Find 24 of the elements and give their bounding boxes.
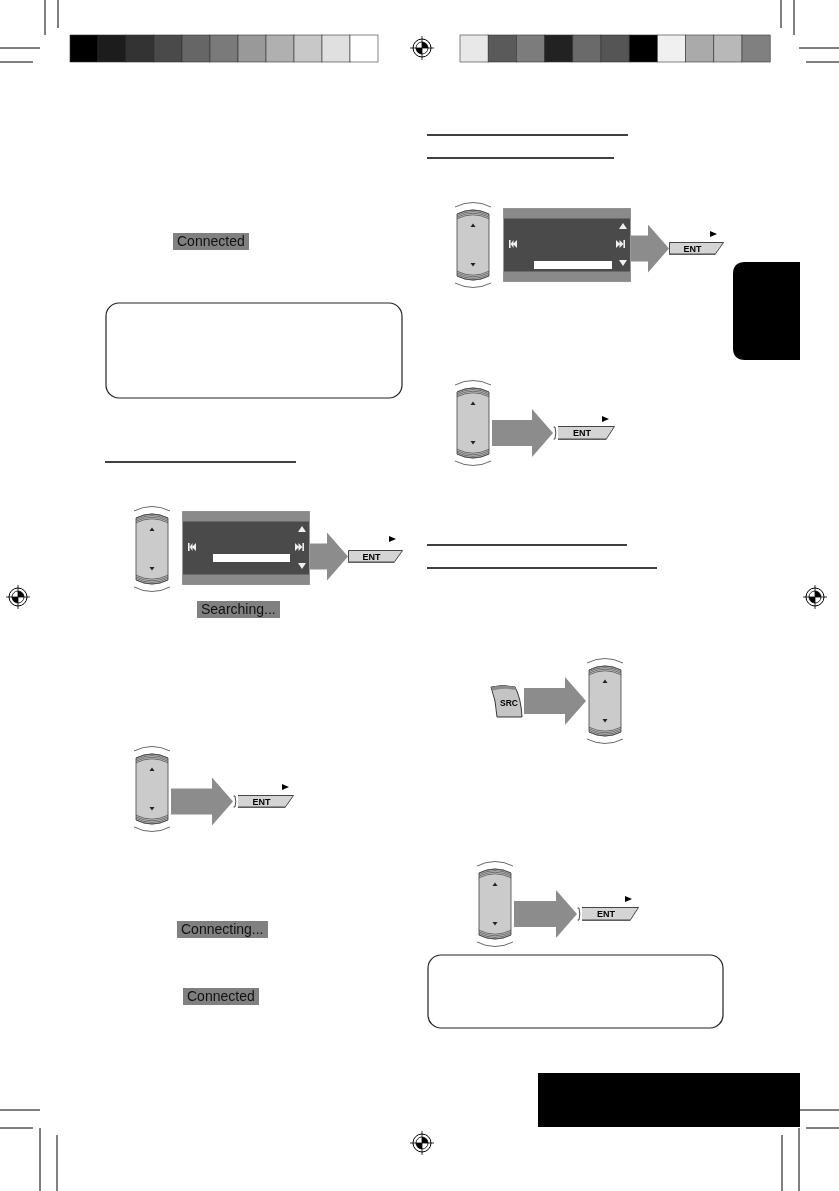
status-message: Connecting...	[177, 921, 268, 938]
enter-key: ENT	[348, 550, 403, 563]
status-message: Searching...	[197, 601, 280, 618]
enter-key: ENT	[233, 795, 294, 808]
enter-key: ENT	[669, 242, 724, 255]
control-dial	[476, 860, 514, 948]
block-arrow	[524, 677, 586, 725]
block-arrow	[514, 890, 577, 938]
enter-key: ENT	[553, 426, 615, 440]
block-arrow	[171, 777, 233, 826]
control-dial	[454, 379, 492, 467]
control-dial	[133, 745, 171, 833]
block-arrow	[492, 409, 553, 457]
control-dial	[586, 657, 624, 745]
block-arrow	[310, 532, 348, 581]
display-screen	[503, 208, 631, 282]
source-key: SRC	[488, 684, 524, 718]
enter-key: ENT	[577, 907, 639, 921]
control-dial	[133, 505, 171, 593]
control-dial	[454, 201, 492, 289]
status-message: Connected	[173, 233, 249, 250]
display-screen	[182, 511, 310, 585]
status-message: Connected	[183, 988, 259, 1005]
block-arrow	[631, 224, 669, 273]
